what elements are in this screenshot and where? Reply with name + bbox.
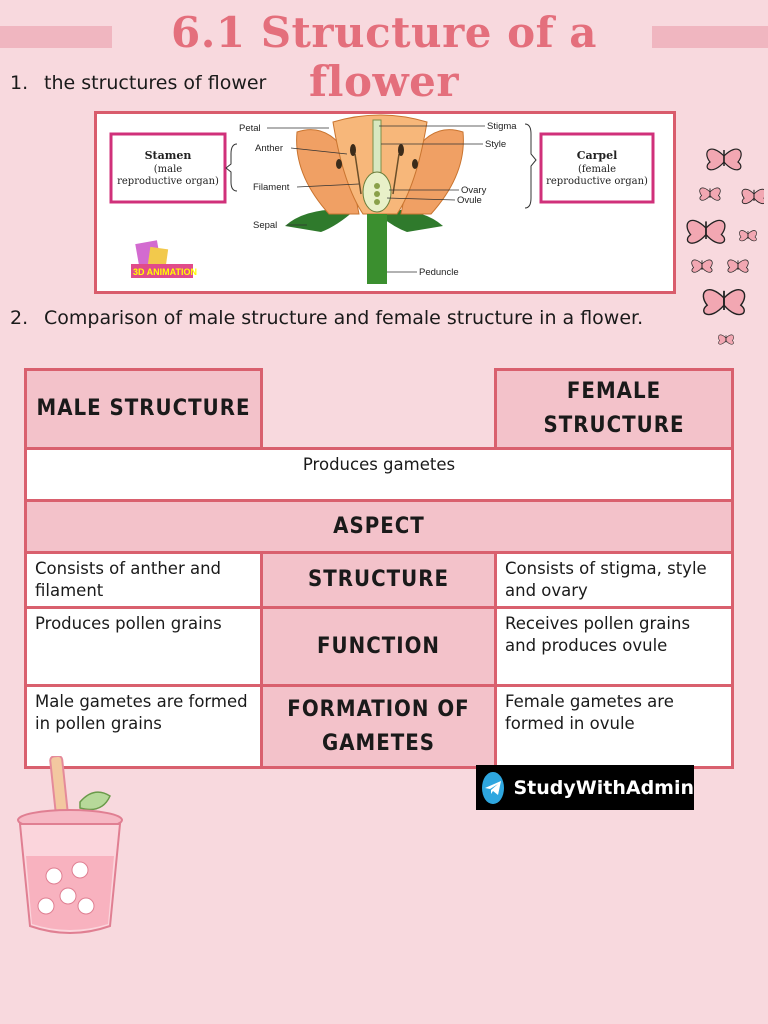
comparison-table: MALE STRUCTURE FEMALE STRUCTURE Produces… bbox=[24, 368, 734, 769]
carpel-sub2: reproductive organ) bbox=[546, 176, 648, 187]
header-male: MALE STRUCTURE bbox=[24, 368, 263, 450]
label-ovary: Ovary bbox=[461, 185, 487, 196]
label-petal: Petal bbox=[239, 123, 261, 134]
flower-diagram: Stamen (male reproductive organ) Carpel … bbox=[94, 111, 676, 294]
carpel-title: Carpel bbox=[577, 149, 618, 162]
heading-text: the structures of flower bbox=[44, 72, 267, 94]
heading-number: 2. bbox=[10, 307, 29, 329]
label-sepal: Sepal bbox=[253, 220, 277, 231]
carpel-box bbox=[539, 132, 655, 204]
stamen-title: Stamen bbox=[145, 149, 192, 162]
telegram-icon bbox=[482, 771, 504, 804]
heading-number: 1. bbox=[10, 72, 29, 94]
male-cell: Produces pollen grains bbox=[24, 606, 263, 687]
studywithadmin-badge[interactable]: StudyWithAdmin bbox=[476, 765, 694, 810]
female-cell: Female gametes are formed in ovule bbox=[494, 684, 734, 769]
aspect-cell: STRUCTURE bbox=[260, 551, 497, 609]
table-row: Male gametes are formed in pollen grains… bbox=[24, 684, 734, 769]
section-heading-1: 1. the structures of flower bbox=[10, 72, 266, 94]
common-cell: Produces gametes bbox=[24, 447, 734, 502]
table-header-row: MALE STRUCTURE FEMALE STRUCTURE bbox=[24, 368, 734, 450]
logo-text: 3D ANIMATION bbox=[133, 267, 197, 277]
badge-text: StudyWithAdmin bbox=[513, 776, 695, 799]
stamen-sub2: reproductive organ) bbox=[117, 176, 219, 187]
section-heading-2: 2. Comparison of male structure and femal… bbox=[10, 307, 643, 329]
female-cell: Consists of stigma, style and ovary bbox=[494, 551, 734, 609]
stamen-sub1: (male bbox=[154, 164, 183, 175]
animation-logo: 3D ANIMATION bbox=[131, 240, 197, 278]
table-row: Consists of anther and filament STRUCTUR… bbox=[24, 551, 734, 609]
label-filament: Filament bbox=[253, 182, 290, 193]
heading-text: Comparison of male structure and female … bbox=[44, 307, 644, 329]
bubble-tea-icon bbox=[17, 756, 123, 934]
header-female: FEMALE STRUCTURE bbox=[494, 368, 734, 450]
page-title: 6.1 Structure of a flower bbox=[171, 8, 597, 106]
table-row-aspect: ASPECT bbox=[24, 499, 734, 554]
label-stigma: Stigma bbox=[487, 121, 517, 132]
label-style: Style bbox=[485, 139, 506, 150]
male-cell: Male gametes are formed in pollen grains bbox=[24, 684, 263, 769]
aspect-cell: FORMATION OF GAMETES bbox=[260, 684, 497, 769]
title-decoration-left bbox=[0, 26, 112, 48]
table-row-common: Produces gametes bbox=[24, 447, 734, 502]
label-ovule: Ovule bbox=[457, 195, 482, 206]
female-cell: Receives pollen grains and produces ovul… bbox=[494, 606, 734, 687]
butterfly-decoration bbox=[686, 148, 764, 345]
male-cell: Consists of anther and filament bbox=[24, 551, 263, 609]
header-blank bbox=[260, 369, 497, 450]
label-peduncle: Peduncle bbox=[419, 267, 459, 278]
table-row: Produces pollen grains FUNCTION Receives… bbox=[24, 606, 734, 687]
title-decoration-right bbox=[652, 26, 768, 48]
label-anther: Anther bbox=[255, 143, 283, 154]
flower-illustration bbox=[285, 114, 464, 284]
aspect-cell: FUNCTION bbox=[260, 606, 497, 687]
carpel-sub1: (female bbox=[578, 164, 616, 175]
stamen-box bbox=[109, 132, 227, 204]
aspect-header: ASPECT bbox=[24, 499, 734, 554]
